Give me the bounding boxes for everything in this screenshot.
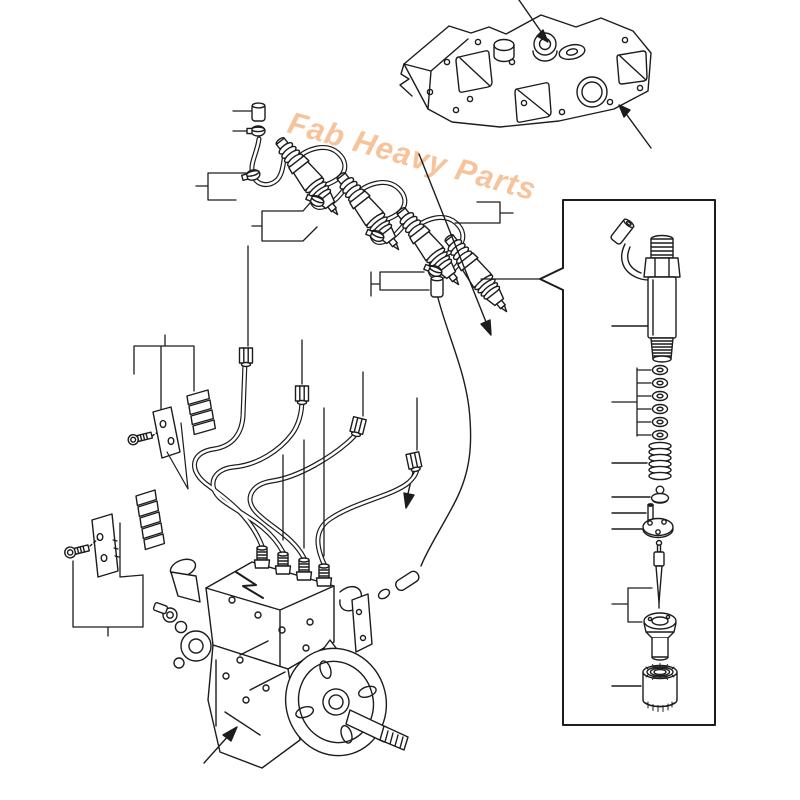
fuel-injection-pump (152, 545, 409, 769)
pipe-union-nut (238, 347, 254, 368)
nozzle-body (643, 612, 677, 661)
valve-seat-boss (558, 43, 586, 61)
clamp-plate (152, 406, 181, 459)
connector-sleeve (395, 570, 420, 592)
pipe-union-nut (294, 385, 310, 406)
pointer-arrow-down (518, 0, 549, 43)
callout-box-border (539, 199, 716, 726)
cylinder-head (399, 0, 652, 149)
pipe-union-nut (348, 415, 367, 439)
nozzle-holder-body (611, 234, 681, 363)
plug (377, 588, 391, 600)
corrugated-clamp-block (135, 489, 166, 551)
washer (651, 364, 669, 441)
pointer-arrow-pump (203, 726, 238, 764)
adjusting-washer-stack (611, 364, 669, 441)
pressure-pin (611, 503, 654, 521)
delivery-valve-holder (274, 551, 292, 575)
leak-off-line (377, 297, 472, 600)
gear-cover (180, 630, 212, 662)
pressure-spindle (611, 485, 670, 504)
side-bracket (351, 593, 373, 653)
pipe-union-nut (405, 451, 424, 474)
pipe-clamp-kit-2 (64, 489, 166, 637)
leader-brackets (195, 110, 541, 297)
pointer-arrow-up (618, 104, 652, 149)
pointer-arrow-long (418, 153, 492, 336)
bracket (133, 334, 195, 412)
leader-comb (611, 367, 652, 437)
leak-off-banjo-pipe (610, 218, 650, 281)
injection-pipes (192, 245, 424, 567)
cap-boss (493, 38, 515, 52)
pump-bolts (222, 596, 314, 704)
leader-wedge (166, 422, 189, 490)
delivery-valve-holder (315, 563, 333, 587)
pipe-clamp-kit-1 (127, 334, 216, 490)
spacer-plate (611, 517, 674, 539)
pipe-leader-lines (247, 245, 418, 557)
nozzle-retaining-nut (611, 663, 678, 712)
hose-clamp (246, 125, 266, 137)
drive-shaft (345, 709, 409, 751)
delivery-valve-holder (295, 557, 313, 581)
nozzle-spring (611, 441, 672, 481)
broken-edge (399, 63, 413, 97)
clamp-plate (91, 513, 119, 578)
injector-assembly (240, 102, 516, 336)
bolt-holes (426, 36, 644, 116)
leader-bracket-nozzle (611, 587, 653, 623)
clamp-bolt (64, 544, 91, 559)
corrugated-clamp-block (186, 389, 216, 436)
bracket (72, 522, 144, 637)
callout-box (539, 199, 716, 726)
clamp-bolt (127, 431, 154, 446)
delivery-valve-holder (253, 545, 271, 569)
nozzle-needle (653, 539, 665, 609)
